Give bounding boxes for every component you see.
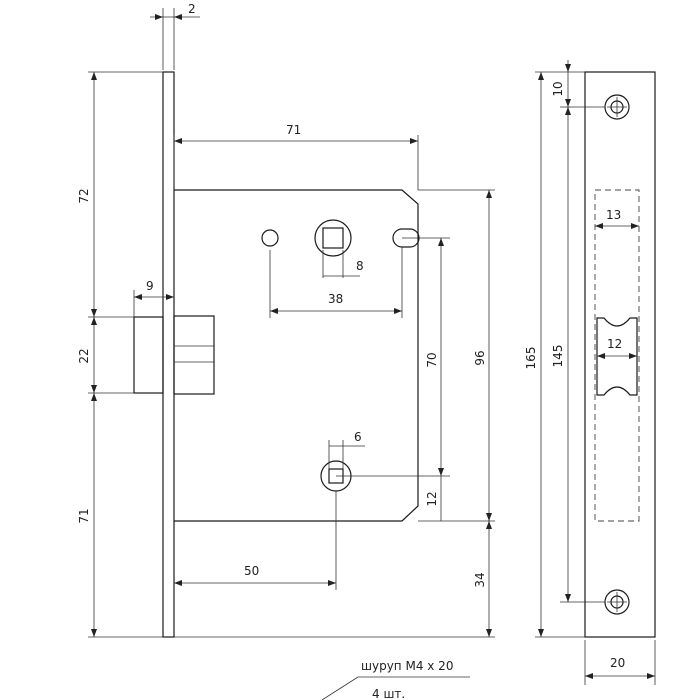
cylinder-hole <box>392 228 420 248</box>
strike-plate <box>584 71 656 638</box>
dim-key-offset: 12 <box>425 491 439 506</box>
strike-extension-lines <box>535 71 656 685</box>
strike-plate-view <box>584 71 656 638</box>
dim-bottom-offset: 34 <box>473 572 487 587</box>
latch-housing <box>173 315 215 395</box>
dim-slot-width: 13 <box>606 208 621 222</box>
dim-screw-edge: 10 <box>551 81 565 96</box>
dim-plate-width: 20 <box>610 656 625 670</box>
extension-lines <box>88 8 495 638</box>
mounting-hole <box>261 229 279 247</box>
dim-spindle-to-key: 70 <box>425 352 439 367</box>
dim-latch-height: 22 <box>77 348 91 363</box>
dim-plate-length: 165 <box>524 347 538 370</box>
dim-plate-thickness: 2 <box>188 2 196 16</box>
strike-dimension-arrows <box>538 64 655 679</box>
strike-dimension-lines <box>540 60 655 677</box>
quantity-note-text: 4 шт. <box>372 687 405 700</box>
dim-spindle-square: 8 <box>356 259 364 273</box>
spindle-square <box>322 227 344 249</box>
dim-key-square: 6 <box>354 430 362 444</box>
screw-note-text: шуруп М4 x 20 <box>361 659 453 673</box>
spindle-hole <box>314 219 352 257</box>
latch-bolt <box>133 316 164 394</box>
dim-spindle-to-cylinder: 38 <box>328 292 343 306</box>
dim-body-height: 96 <box>473 350 487 365</box>
face-plate <box>162 71 175 638</box>
dim-strike-opening: 12 <box>607 337 622 351</box>
strike-dimension-labels: 10 165 145 13 12 20 <box>524 81 625 670</box>
dim-latch-to-bottom: 71 <box>77 508 91 523</box>
lock-case <box>174 189 419 522</box>
dim-screw-spacing: 145 <box>551 345 565 368</box>
dimension-labels: 2 71 9 8 38 6 50 72 22 71 70 12 96 34 <box>77 2 487 588</box>
dim-body-width: 71 <box>286 123 301 137</box>
dimension-arrows <box>91 14 492 637</box>
lock-body-view <box>133 71 420 638</box>
strike-opening <box>596 317 638 396</box>
dim-top-to-latch: 72 <box>77 188 91 203</box>
dim-backset: 50 <box>244 564 259 578</box>
screw-note: шуруп М4 x 20 4 шт. <box>321 659 470 700</box>
dim-latch-projection: 9 <box>146 279 154 293</box>
dimension-lines <box>93 16 490 637</box>
latch-pocket-outline <box>594 189 640 522</box>
